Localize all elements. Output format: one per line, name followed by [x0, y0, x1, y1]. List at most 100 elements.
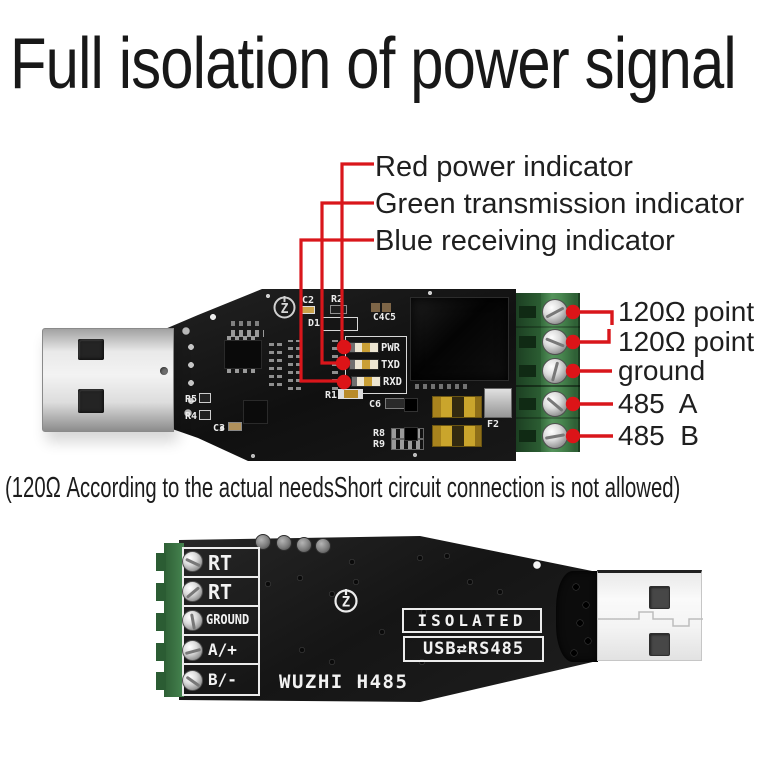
smd-cap-a: [404, 398, 418, 412]
terminal-table: RT RT GROUND A/+ B/-: [182, 547, 260, 696]
res-r1: [338, 389, 363, 399]
wire-slot: [519, 430, 536, 442]
fuse-f2: [484, 388, 512, 418]
terminal-screw: [542, 391, 568, 417]
tantalum-cap-1: [432, 396, 482, 418]
pad-col-4: [296, 340, 301, 390]
wire-slot: [519, 306, 536, 318]
annotation-120ohm-2: 120Ω point: [618, 326, 755, 357]
silk-r8: R8: [373, 428, 386, 439]
edge-screw: [255, 534, 271, 550]
annotation-red-power: Red power indicator: [375, 151, 633, 183]
brand-text: WUZHI H485: [279, 671, 409, 693]
terminal-tab: [156, 613, 166, 631]
terminal-screw: [542, 299, 568, 325]
rxd-led-label: RXD: [383, 376, 402, 388]
terminal-seam: [516, 417, 580, 419]
terminal-screw: [542, 329, 568, 355]
terminal-tab: [156, 583, 166, 601]
diode-d1: [321, 317, 358, 331]
silk-f2: F2: [487, 419, 500, 430]
terminal-label: RT: [208, 579, 233, 604]
terminal-seam: [516, 385, 580, 387]
pad-col-3: [288, 340, 293, 390]
cap-c2: [301, 306, 315, 314]
terminal-screw: [542, 423, 568, 449]
terminal-label: GROUND: [206, 613, 250, 628]
smd-cap-b: [404, 427, 418, 441]
module-silk-marks: [415, 384, 471, 389]
terminal-row-a: A/+: [184, 636, 258, 665]
ic-chip-2: [243, 400, 268, 424]
usb-rs485-badge: USB⇄RS485: [403, 636, 544, 662]
cap-c4: [371, 303, 380, 312]
usb-hole-bottom: [649, 633, 670, 656]
terminal-block-top: [516, 293, 580, 452]
terminal-row-rt2: RT: [184, 578, 258, 607]
brand-logo-bottom: Z: [334, 589, 358, 613]
txd-led-label: TXD: [381, 359, 400, 371]
annotation-green-transmission: Green transmission indicator: [375, 188, 745, 220]
table-screw: [182, 581, 203, 602]
annotation-ground: ground: [618, 355, 706, 386]
annotation-485a: 485 A: [618, 388, 698, 419]
edge-screw: [296, 537, 312, 553]
annotation-485b: 485 B: [618, 420, 699, 451]
page-title: Full isolation of power signal: [10, 24, 737, 104]
silk-r2: R2: [331, 294, 344, 305]
edge-screw: [315, 538, 331, 554]
terminal-tab: [156, 643, 166, 661]
usb-hole-top: [78, 339, 104, 360]
silk-r4: R4: [185, 411, 198, 422]
silk-r5: R5: [185, 394, 198, 405]
logo-letter-top: Z: [281, 302, 289, 317]
terminal-row-rt1: RT: [184, 549, 258, 578]
pad-col-5: [332, 340, 338, 390]
terminal-label: A/+: [208, 640, 237, 659]
edge-screw: [276, 535, 292, 551]
table-screw: [182, 640, 203, 661]
ic-chip: [224, 336, 262, 373]
cap-c5: [382, 303, 391, 312]
silk-c2: C2: [302, 295, 315, 306]
bottom-usb-connector: [597, 570, 703, 661]
chip-pins-bottom: [227, 369, 259, 373]
annotation-blue-receiving: Blue receiving indicator: [375, 225, 675, 257]
cap-c3: [228, 422, 242, 431]
txd-led: [349, 359, 379, 370]
silk-d1: D1: [308, 318, 321, 329]
silk-c4c5: C4C5: [373, 312, 396, 323]
table-screw: [182, 670, 203, 691]
top-usb-connector: [42, 328, 174, 432]
res-r2: [330, 305, 347, 314]
usb-shell-seam: [598, 611, 703, 627]
pad-row: [231, 330, 264, 337]
pwr-led: [349, 342, 379, 353]
silk-marks: [231, 321, 261, 326]
solder-edge: [556, 571, 598, 662]
table-screw: [182, 551, 203, 572]
terminal-seam: [516, 326, 580, 328]
table-screw: [182, 610, 203, 631]
pwr-led-label: PWR: [381, 342, 400, 354]
terminal-row-ground: GROUND: [184, 607, 258, 636]
silk-r1: R1: [325, 390, 338, 401]
terminal-tab: [156, 672, 166, 690]
terminal-screw: [542, 358, 568, 384]
terminal-edge-bottom: [164, 543, 184, 697]
logo-letter-bottom: Z: [342, 595, 350, 611]
pad-col-1: [269, 338, 274, 386]
usb-shell-hole: [160, 367, 168, 375]
terminal-label: RT: [208, 550, 233, 575]
usb-rs485-badge-text: USB⇄RS485: [422, 639, 525, 659]
silk-r9: R9: [373, 439, 386, 450]
pad-col-2: [277, 338, 282, 386]
terminal-row-b: B/-: [184, 665, 258, 694]
usb-hole-bottom: [78, 389, 104, 413]
caption-note: (120Ω According to the actual needsShort…: [5, 472, 681, 504]
chip-pins-top: [227, 336, 259, 340]
silk-c6: C6: [369, 399, 382, 410]
res-r5: [199, 393, 211, 403]
isolation-module: [410, 297, 509, 381]
